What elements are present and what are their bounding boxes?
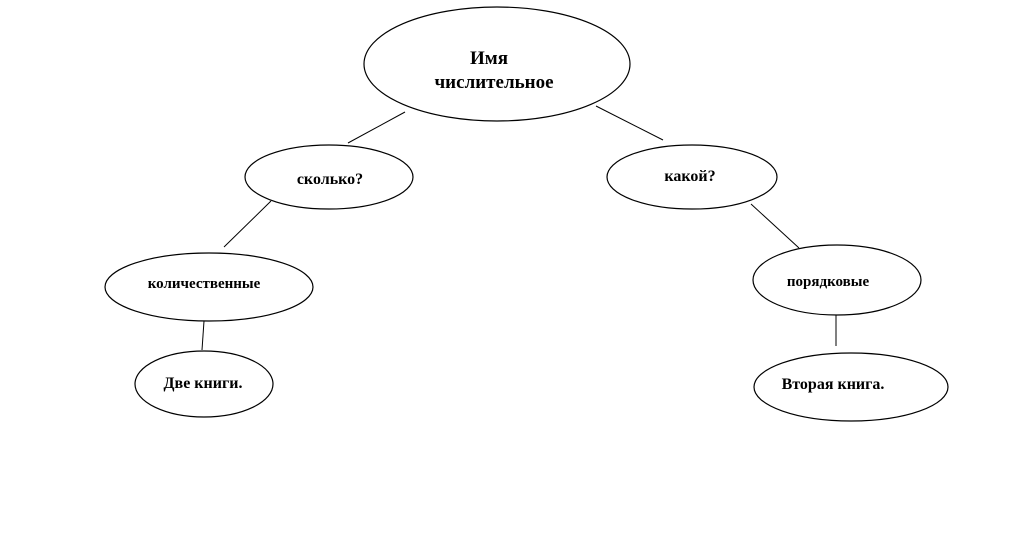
node-left-type-label: количественные — [148, 276, 261, 292]
node-root: Имя числительное — [363, 6, 631, 122]
connector-right-question-type — [750, 203, 800, 249]
node-right-type: порядковые — [752, 244, 922, 316]
node-root-ellipse — [363, 6, 631, 122]
node-right-example-label: Вторая книга. — [782, 376, 885, 393]
node-left-example: Две книги. — [134, 350, 274, 418]
node-left-question-label: сколько? — [297, 171, 363, 188]
node-right-type-label: порядковые — [787, 274, 870, 290]
node-right-example-ellipse — [753, 352, 949, 422]
node-right-question-ellipse — [606, 144, 778, 210]
node-root-line1: Имя — [470, 48, 508, 69]
node-right-question: какой? — [606, 144, 778, 210]
node-root-line2: числительное — [434, 72, 553, 93]
connector-left-question-type — [223, 200, 272, 248]
node-right-example: Вторая книга. — [753, 352, 949, 422]
node-right-type-ellipse — [752, 244, 922, 316]
connector-root-left — [347, 111, 406, 144]
node-left-type: количественные — [104, 252, 314, 322]
node-left-question-ellipse — [244, 144, 414, 210]
node-left-example-label: Две книги. — [164, 375, 243, 392]
node-left-example-ellipse — [134, 350, 274, 418]
node-left-question: сколько? — [244, 144, 414, 210]
connector-left-type-example — [201, 320, 205, 351]
connector-root-right — [595, 105, 664, 141]
node-right-question-label: какой? — [664, 168, 715, 185]
node-left-type-ellipse — [104, 252, 314, 322]
